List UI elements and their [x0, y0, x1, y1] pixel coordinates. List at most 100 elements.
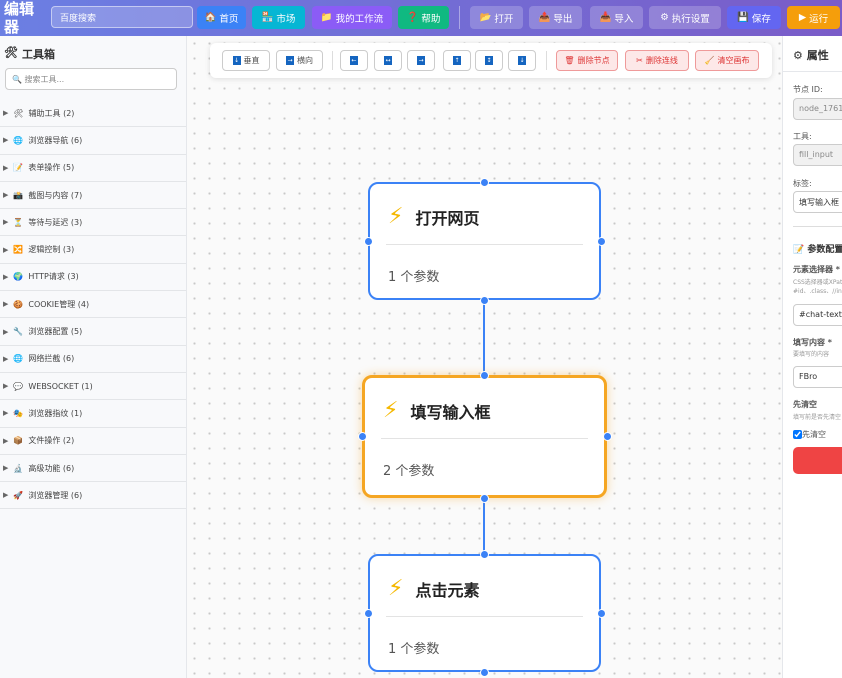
layout-button-1[interactable]: →横向 — [276, 50, 323, 71]
category-label: 表单操作 (5) — [28, 163, 75, 173]
expand-triangle-icon[interactable]: ▶ — [3, 300, 9, 309]
category-label: 逻辑控制 (3) — [28, 245, 75, 255]
button-label: 删除节点 — [577, 56, 610, 65]
category-item[interactable]: ▶🔧浏览器配置 (5) — [0, 318, 186, 346]
category-item[interactable]: ▶🔬高级功能 (6) — [0, 455, 186, 483]
clear-checkbox-row[interactable]: 先清空 — [793, 429, 826, 440]
expand-triangle-icon[interactable]: ▶ — [3, 436, 9, 445]
align-button-4[interactable]: ↕ — [475, 50, 503, 71]
align-button-1[interactable]: ↔ — [374, 50, 402, 71]
label-field[interactable]: 填写输入框 — [793, 191, 842, 213]
category-item[interactable]: ▶🔀逻辑控制 (3) — [0, 236, 186, 264]
toolbar-divider — [546, 51, 547, 70]
delete-node-button[interactable] — [793, 447, 842, 474]
connection-port[interactable] — [480, 295, 489, 305]
danger-button-2[interactable]: 🧹清空画布 — [695, 50, 759, 71]
expand-triangle-icon[interactable]: ▶ — [3, 409, 9, 418]
category-item[interactable]: ▶🌐网络拦截 (6) — [0, 346, 186, 373]
content-input[interactable]: FBro — [793, 366, 842, 388]
expand-triangle-icon[interactable]: ▶ — [3, 245, 9, 254]
category-item[interactable]: ▶🚀浏览器管理 (6) — [0, 482, 186, 510]
expand-triangle-icon[interactable]: ▶ — [3, 464, 9, 472]
connection-edge[interactable] — [483, 304, 485, 376]
button-icon: ⚙ — [660, 12, 669, 23]
header-button-6[interactable]: 📥导入 — [590, 6, 643, 29]
button-label: 首页 — [219, 13, 239, 25]
category-icon: 💬 — [13, 381, 24, 391]
button-label: 帮助 — [421, 13, 441, 25]
category-item[interactable]: ▶🛠辅助工具 (2) — [0, 100, 186, 128]
button-icon: 📁 — [320, 12, 333, 23]
header-search-input[interactable]: 百度搜索 — [51, 6, 193, 28]
connection-port[interactable] — [480, 370, 489, 380]
header-button-7[interactable]: ⚙执行设置 — [649, 6, 721, 29]
connection-edge[interactable] — [483, 500, 485, 554]
connection-port[interactable] — [602, 432, 612, 441]
button-label: 删除连线 — [645, 56, 678, 65]
category-item[interactable]: ▶📦文件操作 (2) — [0, 428, 186, 455]
category-item[interactable]: ▶📸截图与内容 (7) — [0, 182, 186, 210]
connection-port[interactable] — [596, 236, 606, 246]
expand-triangle-icon[interactable]: ▶ — [3, 163, 9, 172]
expand-triangle-icon[interactable]: ▶ — [3, 491, 9, 500]
expand-triangle-icon[interactable]: ▶ — [3, 382, 9, 391]
connection-port[interactable] — [357, 432, 367, 441]
expand-triangle-icon[interactable]: ▶ — [3, 354, 9, 363]
canvas-toolbar: ↓垂直 →横向 ← ↔→ ↑↕↓ 🗑删除节点 ✂删除连线 🧹清空画布 — [210, 43, 772, 78]
category-label: 浏览器指纹 (1) — [28, 408, 83, 418]
category-item[interactable]: ▶📝表单操作 (5) — [0, 155, 186, 182]
header-button-3[interactable]: ❓帮助 — [398, 6, 449, 29]
label-label: 标签: — [793, 179, 812, 188]
align-button-5[interactable]: ↓ — [508, 50, 536, 71]
header-button-2[interactable]: 📁我的工作流 — [312, 6, 392, 29]
tool-label: 工具: — [793, 132, 812, 141]
expand-triangle-icon[interactable]: ▶ — [3, 191, 9, 200]
connection-port[interactable] — [596, 608, 606, 618]
connection-port[interactable] — [480, 549, 489, 559]
connection-port[interactable] — [480, 177, 489, 187]
clear-checkbox[interactable] — [793, 430, 802, 439]
header-button-8[interactable]: 💾保存 — [727, 6, 781, 29]
connection-port[interactable] — [480, 493, 489, 503]
category-item[interactable]: ▶🌐浏览器导航 (6) — [0, 127, 186, 155]
expand-triangle-icon[interactable]: ▶ — [3, 327, 9, 336]
danger-button-0[interactable]: 🗑删除节点 — [556, 50, 618, 71]
selector-input[interactable]: #chat-textarea — [793, 304, 842, 326]
align-button-0[interactable]: ← — [340, 50, 368, 71]
category-icon: 🔬 — [13, 463, 24, 473]
expand-triangle-icon[interactable]: ▶ — [3, 272, 9, 281]
connection-port[interactable] — [363, 236, 373, 246]
category-item[interactable]: ▶ 💬 WEBSOCKET (1) — [0, 373, 186, 401]
node-title-text: 点击元素 — [415, 580, 480, 600]
selector-label: 元素选择器 * — [793, 265, 840, 274]
expand-triangle-icon[interactable]: ▶ — [3, 218, 9, 227]
expand-triangle-icon[interactable]: ▶ — [3, 109, 9, 118]
tool-field[interactable]: fill_input — [793, 144, 842, 166]
node-id-field[interactable]: node_17611 — [793, 98, 842, 120]
tool-search-input[interactable]: 🔍 搜索工具... — [5, 68, 177, 90]
lightning-icon: ⚡ — [388, 204, 404, 229]
header-button-0[interactable]: 🏠首页 — [197, 6, 246, 29]
danger-icon: 🗑 — [564, 56, 575, 65]
category-label: WEBSOCKET (1) — [28, 381, 93, 391]
header-button-5[interactable]: 📤导出 — [529, 6, 582, 29]
category-item[interactable]: ▶🌍HTTP请求 (3) — [0, 264, 186, 292]
align-button-3[interactable]: ↑ — [443, 50, 471, 71]
app-logo: 编辑器 — [4, 0, 35, 36]
connection-port[interactable] — [480, 667, 489, 677]
button-icon: 🏪 — [261, 12, 274, 23]
header-button-1[interactable]: 🏪市场 — [252, 6, 305, 29]
layout-button-0[interactable]: ↓垂直 — [222, 50, 270, 71]
connection-port[interactable] — [363, 608, 373, 618]
category-item[interactable]: ▶🎭浏览器指纹 (1) — [0, 400, 186, 428]
category-item[interactable]: ▶⏳等待与延迟 (3) — [0, 209, 186, 237]
header-button-4[interactable]: 📂打开 — [470, 6, 523, 29]
expand-triangle-icon[interactable]: ▶ — [3, 136, 9, 145]
danger-button-1[interactable]: ✂删除连线 — [625, 50, 689, 71]
category-item[interactable]: ▶🍪COOKIE管理 (4) — [0, 291, 186, 319]
header-button-9[interactable]: ▶运行 — [787, 6, 840, 29]
align-button-2[interactable]: → — [407, 50, 435, 71]
